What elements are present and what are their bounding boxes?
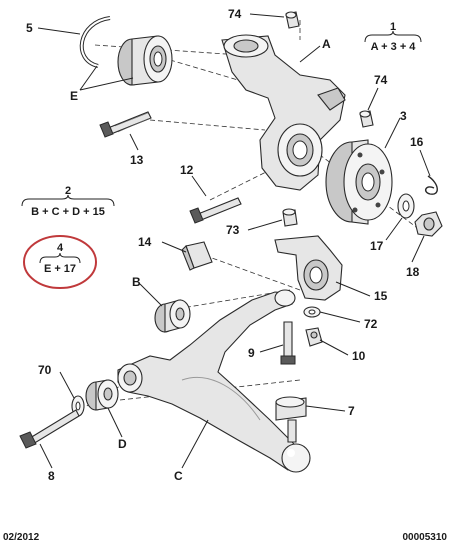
bolt-part-13: [99, 111, 152, 138]
label-17: 17: [370, 239, 384, 253]
label-c: C: [174, 469, 183, 483]
clip-part-16: [424, 175, 438, 195]
rubber-block-part-14: [181, 241, 213, 271]
label-72: 72: [364, 317, 378, 331]
label-e: E: [70, 89, 78, 103]
nut-part-10: [305, 327, 323, 347]
bushing-part-b: [154, 299, 191, 333]
label-74-top: 74: [228, 7, 242, 21]
label-70: 70: [38, 363, 52, 377]
label-73: 73: [226, 223, 240, 237]
leader-lines: [37, 13, 431, 469]
label-18: 18: [406, 265, 420, 279]
ball-joint-part-7: [275, 396, 311, 473]
formula-1-number: 1: [390, 21, 396, 33]
label-14: 14: [138, 235, 152, 249]
bolt-part-9: [280, 321, 296, 365]
washer-part-17: [397, 193, 415, 219]
castle-nut-part-18: [414, 211, 443, 237]
label-16: 16: [410, 135, 424, 149]
formula-4-number: 4: [57, 242, 64, 254]
label-13: 13: [130, 153, 144, 167]
callout-labels: 5 E 74 A 74 13 3 16 12 73 17 18 14 B 15 …: [26, 7, 424, 483]
formula-2: 2 B + C + D + 15: [21, 185, 115, 218]
label-15: 15: [374, 289, 388, 303]
footer-date: 02/2012: [3, 532, 40, 543]
label-3: 3: [400, 109, 407, 123]
formula-1-expression: A + 3 + 4: [371, 41, 417, 53]
nut-part-74-right: [359, 110, 374, 128]
label-10: 10: [352, 349, 366, 363]
formula-1: 1 A + 3 + 4: [364, 21, 422, 53]
formula-2-expression: B + C + D + 15: [31, 206, 105, 218]
label-8: 8: [48, 469, 55, 483]
bushing-bracket-part-15: [274, 235, 343, 301]
snap-ring-part-5: [79, 16, 111, 68]
label-9: 9: [248, 346, 255, 360]
washer-part-72: [303, 306, 321, 318]
label-7: 7: [348, 404, 355, 418]
highlight-circle: [23, 235, 97, 289]
wheel-hub-part-3: [325, 139, 393, 225]
nut-part-74-top: [285, 11, 300, 29]
wheel-bearing-part-e: [117, 35, 173, 86]
bolt-part-12: [189, 197, 242, 224]
formula-4-expression: E + 17: [44, 263, 76, 275]
label-a: A: [322, 37, 331, 51]
footer-reference: 00005310: [403, 532, 448, 543]
label-d: D: [118, 437, 127, 451]
nut-part-73: [282, 208, 298, 227]
bolt-part-8: [19, 409, 80, 449]
steering-knuckle-part-a: [221, 34, 346, 191]
control-arm-part-c: [117, 289, 301, 471]
formula-2-number: 2: [65, 185, 71, 197]
label-12: 12: [180, 163, 194, 177]
label-74-right: 74: [374, 73, 388, 87]
bushing-part-d: [85, 379, 119, 411]
formula-4: 4 E + 17: [23, 235, 97, 289]
label-b: B: [132, 275, 141, 289]
label-5: 5: [26, 21, 33, 35]
